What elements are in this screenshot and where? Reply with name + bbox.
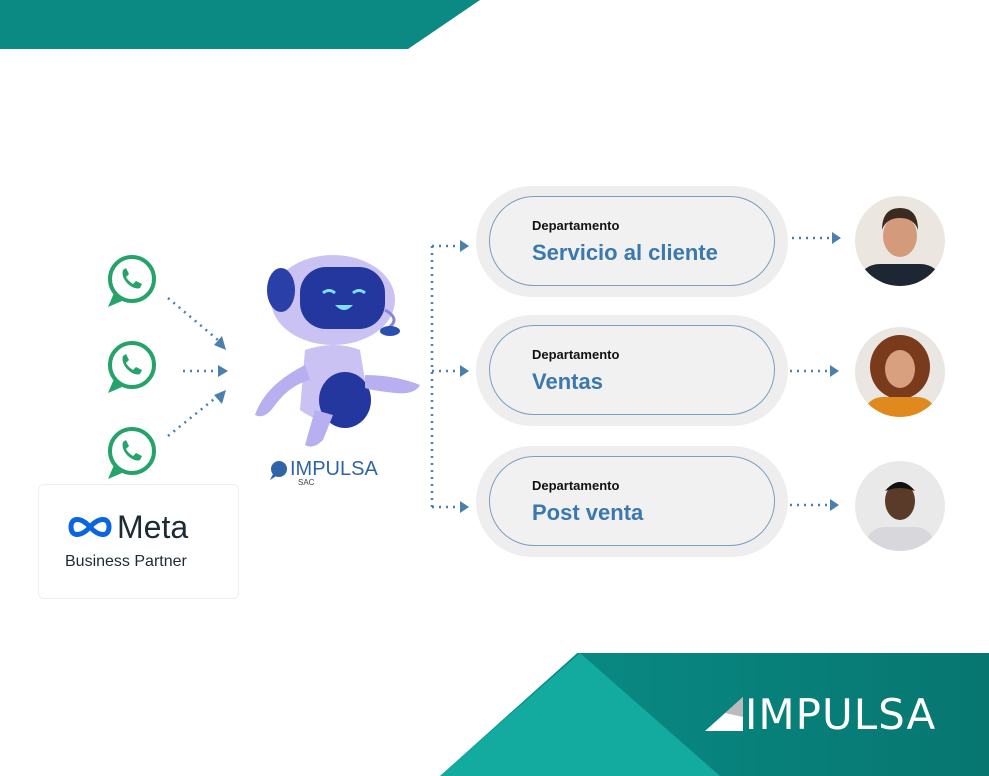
meta-infinity-icon — [68, 517, 112, 537]
bot-brand-sub: SAC — [298, 478, 315, 487]
arrowhead — [830, 499, 839, 511]
department-card: Departamento Ventas — [476, 315, 788, 426]
agent-avatar — [855, 327, 945, 417]
department-name: Ventas — [532, 369, 603, 394]
footer-brand: IMPULSA — [745, 690, 937, 739]
arrow-line — [167, 395, 219, 437]
agent-avatar — [855, 196, 945, 286]
arrowhead — [832, 232, 841, 244]
arrowhead — [214, 336, 226, 350]
department-name: Servicio al cliente — [532, 240, 718, 265]
arrowhead — [460, 365, 469, 377]
arrow-line — [167, 297, 219, 341]
department-label: Departamento — [532, 478, 620, 493]
meta-subtitle: Business Partner — [65, 553, 187, 570]
impulsa-logo-mark-icon — [705, 697, 743, 736]
department-label: Departamento — [532, 347, 620, 362]
whatsapp-icon — [104, 339, 160, 400]
bot-brand: IMPULSA — [290, 458, 378, 480]
department-card: Departamento Servicio al cliente — [476, 186, 788, 297]
whatsapp-icon — [104, 425, 160, 486]
department-label: Departamento — [532, 218, 620, 233]
agent-avatar — [855, 461, 945, 551]
meta-business-partner-badge: Meta Business Partner — [38, 484, 239, 599]
arrowhead — [218, 365, 228, 377]
arrowhead — [214, 390, 226, 404]
arrowhead — [460, 501, 469, 513]
top-banner — [0, 0, 480, 49]
whatsapp-icon — [104, 253, 160, 314]
impulsa-chat-icon — [270, 461, 287, 480]
robot-mascot-icon — [255, 255, 420, 447]
department-card: Departamento Post venta — [476, 446, 788, 557]
arrowhead — [460, 240, 469, 252]
department-name: Post venta — [532, 500, 644, 525]
meta-brand: Meta — [117, 509, 189, 545]
arrowhead — [830, 365, 839, 377]
